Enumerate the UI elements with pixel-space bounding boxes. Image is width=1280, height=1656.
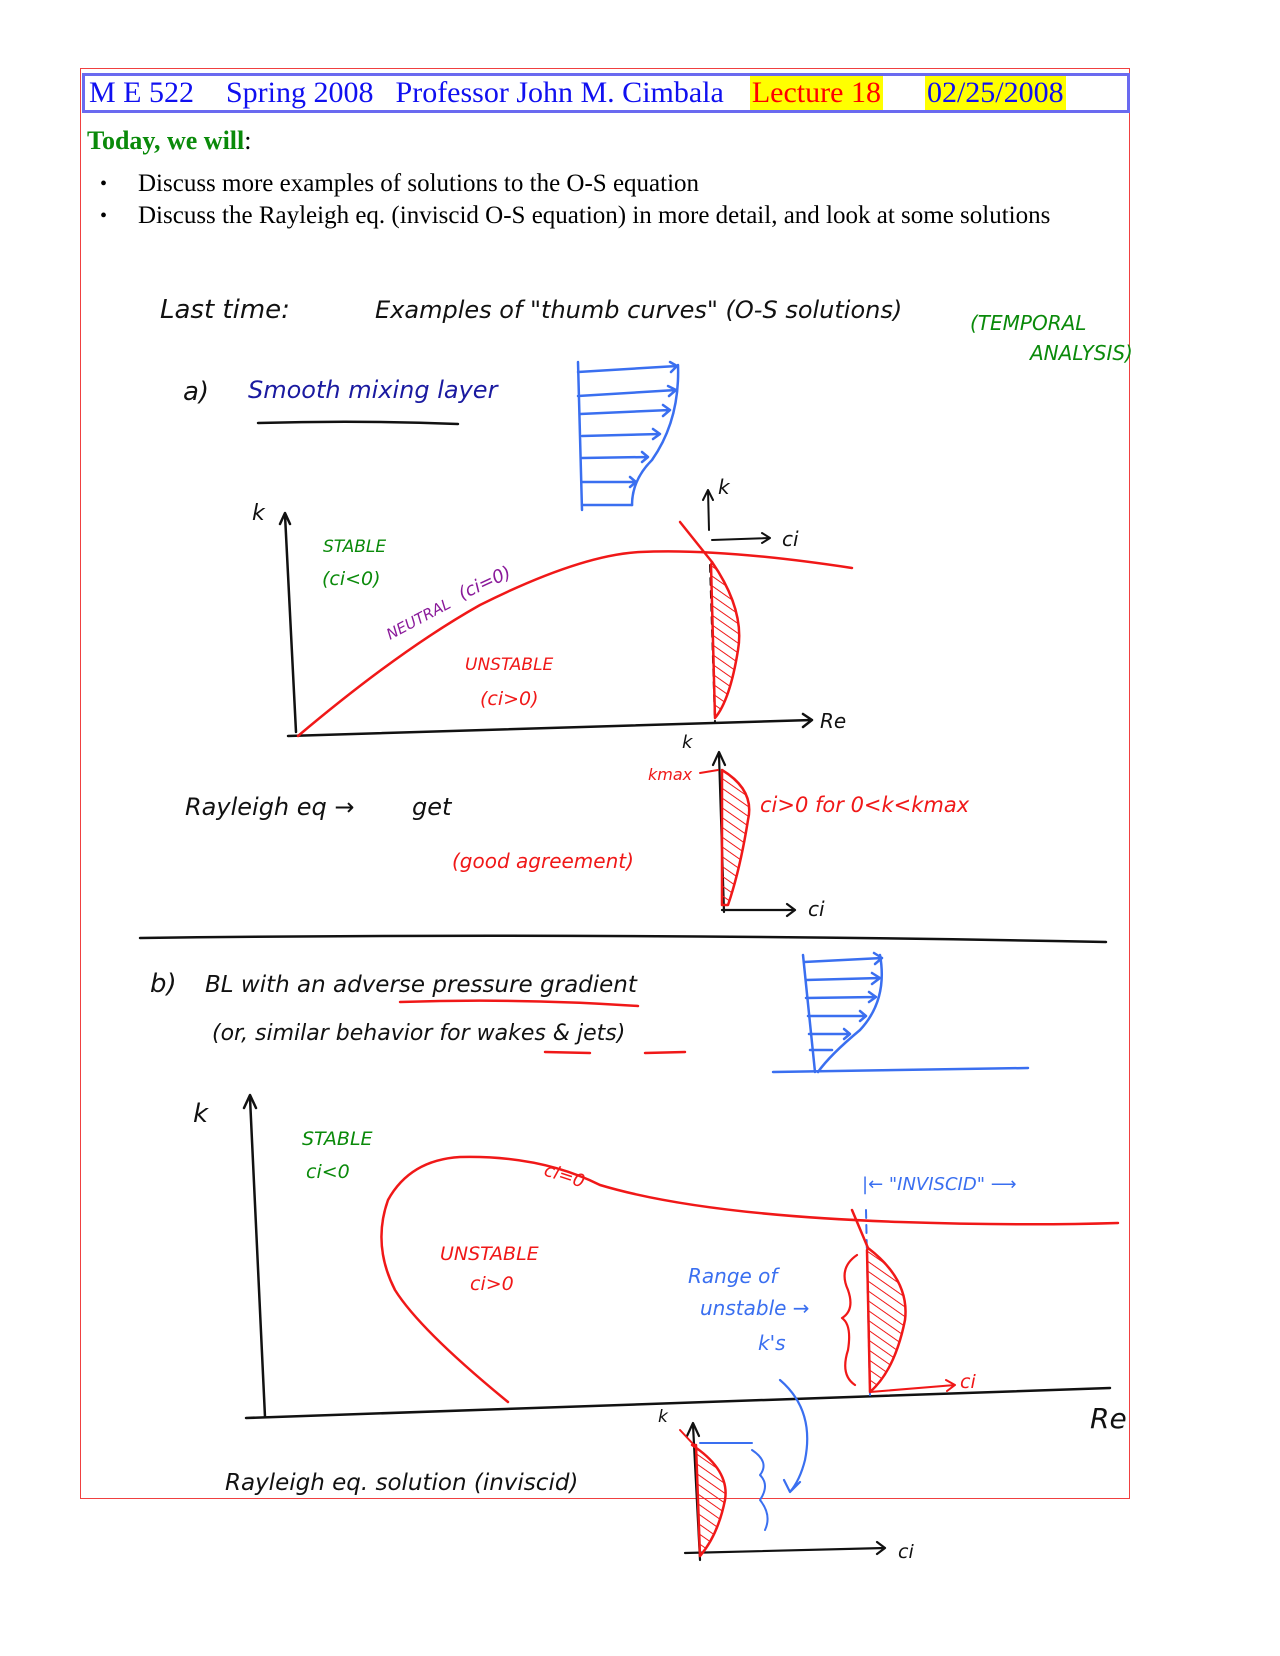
k-axis bbox=[248, 1096, 267, 1419]
inset-ci-label: ci bbox=[782, 527, 799, 551]
part-a-title: Smooth mixing layer bbox=[248, 376, 500, 404]
range-label-3: k's bbox=[758, 1331, 786, 1355]
pointer-arrow bbox=[778, 1378, 809, 1494]
stable-condition: ci<0 bbox=[306, 1161, 350, 1183]
part-b-title-2: (or, similar behavior for wakes & jets) bbox=[212, 1021, 625, 1046]
analysis-label: ANALYSIS) bbox=[1028, 341, 1133, 365]
stable-condition: (ci<0) bbox=[322, 568, 381, 590]
goal-item: Discuss more examples of solutions to th… bbox=[100, 168, 1060, 200]
mixing-layer-profile bbox=[576, 360, 680, 512]
ci-label: ci bbox=[960, 1371, 976, 1393]
ci-condition: ci>0 for 0<k<kmax bbox=[760, 793, 970, 817]
growth-rate-curve bbox=[865, 1246, 907, 1394]
stability-diagram-a: k Re STABLE (ci<0) NEUTRAL (ci=0) UNSTAB… bbox=[252, 475, 854, 738]
re-axis bbox=[286, 712, 814, 738]
part-b-title-1: BL with an adverse pressure gradient bbox=[205, 972, 638, 998]
title-underline bbox=[256, 420, 460, 426]
rayleigh-solution-a: k ci kmax ci>0 for 0<k<kmax bbox=[648, 732, 970, 921]
lecture-date: 02/25/2008 bbox=[924, 76, 1066, 110]
temporal-label: (TEMPORAL bbox=[970, 311, 1086, 335]
re-axis bbox=[244, 1386, 1112, 1420]
inviscid-label: |← "INVISCID" ⟶ bbox=[862, 1174, 1017, 1195]
professor: Professor John M. Cimbala bbox=[395, 76, 724, 109]
unstable-condition: ci>0 bbox=[470, 1273, 514, 1295]
solution-ci-label: ci bbox=[898, 1541, 914, 1563]
range-label-1: Range of bbox=[688, 1264, 780, 1288]
rayleigh-label-b: Rayleigh eq. solution (inviscid) bbox=[225, 1470, 578, 1496]
stable-label: STABLE bbox=[302, 1128, 373, 1150]
last-time-label: Last time: bbox=[160, 295, 290, 325]
solution-k-label: k bbox=[658, 1407, 669, 1427]
today-heading: Today, we will: bbox=[87, 126, 251, 156]
neutral-condition: (ci=0) bbox=[455, 562, 514, 604]
lecture-header: M E 522 Spring 2008 Professor John M. Ci… bbox=[82, 73, 1130, 113]
unstable-label: UNSTABLE bbox=[440, 1243, 539, 1265]
neutral-curve bbox=[296, 550, 854, 738]
growth-rate-curve bbox=[709, 560, 741, 720]
agreement-note: (good agreement) bbox=[452, 849, 634, 873]
neutral-curve bbox=[380, 1155, 1120, 1404]
page-frame bbox=[80, 68, 1130, 1499]
part-b-label: b) bbox=[150, 969, 177, 999]
examples-label: Examples of "thumb curves" (O-S solution… bbox=[375, 296, 902, 324]
k-axis-label: k bbox=[252, 501, 266, 526]
course-number: M E 522 bbox=[89, 76, 194, 109]
re-axis-label: Re bbox=[820, 709, 846, 733]
section-divider bbox=[138, 934, 1108, 944]
neutral-label: NEUTRAL bbox=[383, 595, 453, 644]
inset-k-label: k bbox=[718, 475, 731, 499]
bl-profile bbox=[771, 951, 1030, 1074]
goal-item: Discuss the Rayleigh eq. (inviscid O-S e… bbox=[100, 200, 1060, 232]
kmax-label: kmax bbox=[648, 765, 693, 784]
solution-ci-label: ci bbox=[808, 897, 825, 921]
k-axis-label: k bbox=[193, 1099, 209, 1129]
stability-diagram-b: k Re STABLE ci<0 ci=0 UNSTABLE ci>0 |← "… bbox=[193, 1093, 1127, 1494]
unstable-label: UNSTABLE bbox=[465, 655, 554, 675]
part-a-label: a) bbox=[183, 377, 209, 407]
lecture-number: Lecture 18 bbox=[749, 76, 883, 110]
get-label: get bbox=[412, 793, 453, 821]
today-heading-text: Today, we will bbox=[87, 126, 245, 155]
re-axis-label: Re bbox=[1090, 1402, 1127, 1435]
unstable-condition: (ci>0) bbox=[480, 688, 539, 710]
rayleigh-label-a: Rayleigh eq → bbox=[185, 793, 355, 821]
rayleigh-solution-b: k ci bbox=[658, 1407, 914, 1563]
range-brace bbox=[840, 1253, 859, 1387]
k-axis bbox=[283, 513, 298, 734]
range-label-2: unstable → bbox=[700, 1296, 810, 1320]
goals-list: Discuss more examples of solutions to th… bbox=[100, 168, 1060, 232]
stable-label: STABLE bbox=[323, 537, 386, 557]
neutral-condition: ci=0 bbox=[541, 1160, 587, 1193]
term: Spring 2008 bbox=[226, 76, 374, 109]
today-colon: : bbox=[244, 126, 252, 155]
solution-k-label: k bbox=[682, 732, 694, 753]
